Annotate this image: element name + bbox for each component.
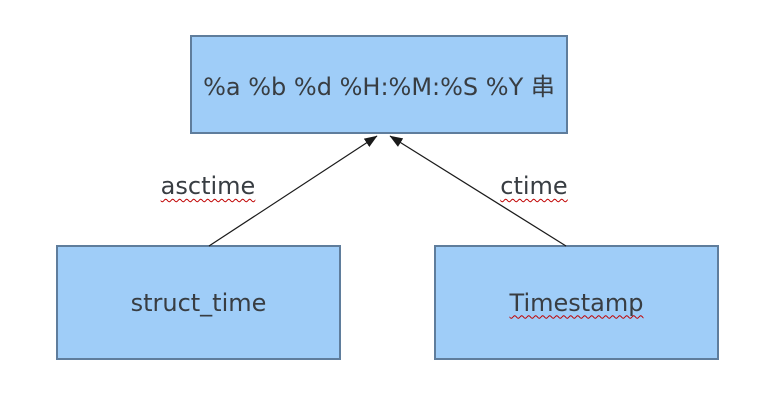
edge-label-asctime[interactable]: asctime (160, 171, 256, 201)
ctime-label-text: ctime (500, 172, 568, 200)
node-struct-time-label: struct_time (130, 288, 267, 317)
node-format-string-label: %a %b %d %H:%M:%S %Y 串 (203, 73, 555, 101)
node-struct-time[interactable]: struct_time (56, 245, 341, 360)
node-timestamp[interactable]: Timestamp (434, 245, 719, 360)
node-timestamp-label: Timestamp (509, 288, 644, 317)
edge-label-ctime[interactable]: ctime (498, 171, 570, 201)
asctime-label-text: asctime (160, 172, 256, 200)
node-format-string[interactable]: %a %b %d %H:%M:%S %Y 串 (190, 35, 568, 134)
